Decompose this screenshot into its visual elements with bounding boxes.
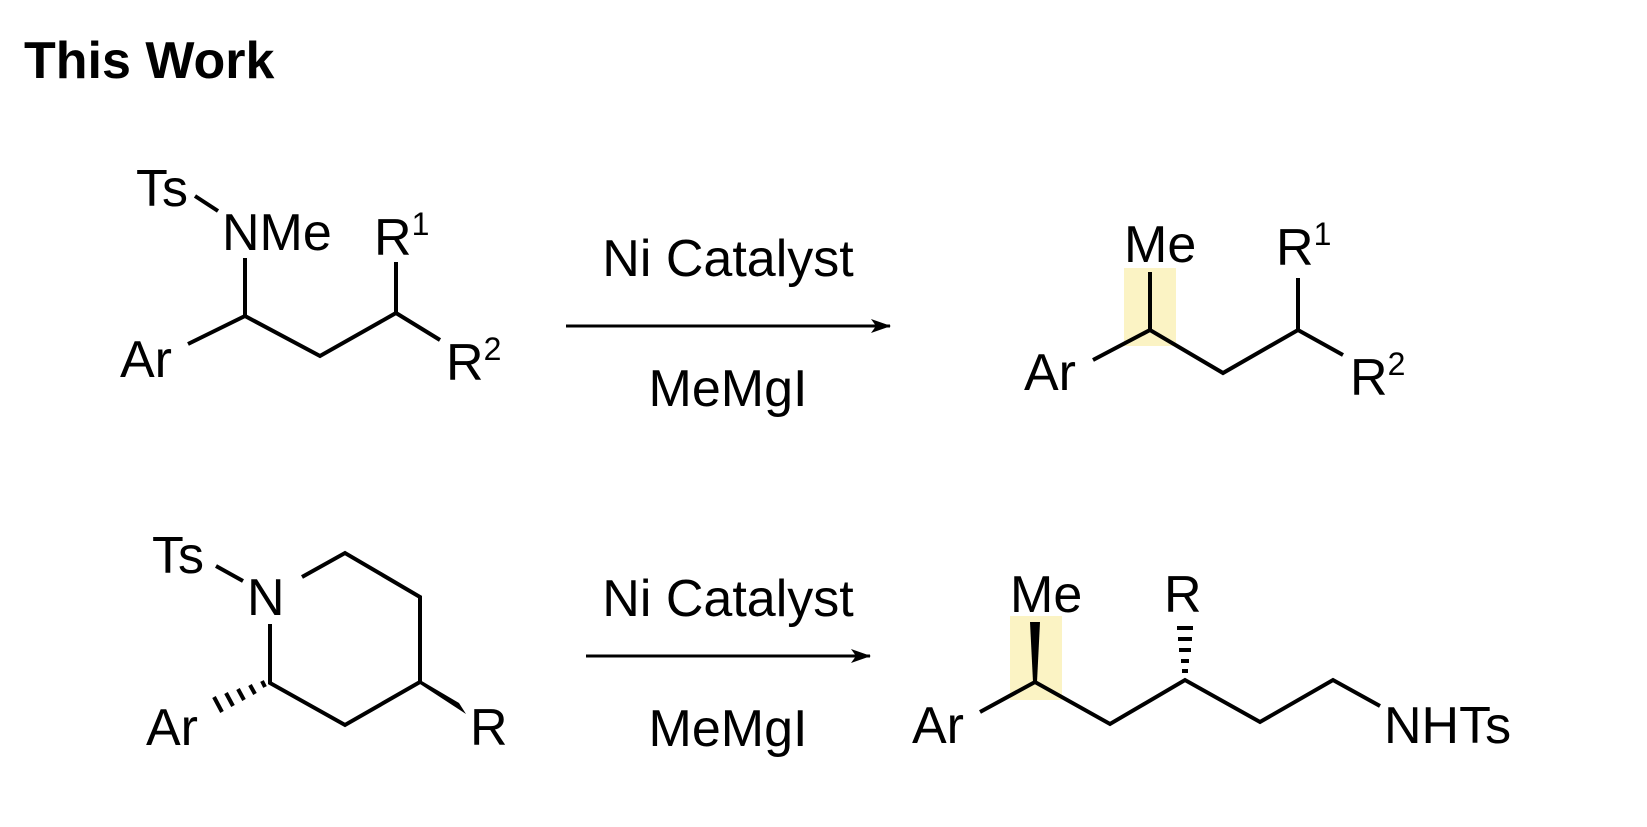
catalyst-label: Ni Catalyst (602, 570, 854, 628)
reaction-1-reactant: Ts NMe R1 Ar R2 (120, 160, 501, 392)
catalyst-label: Ni Catalyst (602, 230, 854, 288)
reagent-label: MeMgI (649, 360, 808, 418)
r-substituent-label: R (470, 699, 508, 757)
ring-nitrogen-label: N (247, 569, 285, 627)
ts-group-label: Ts (136, 160, 188, 218)
aryl-group-label: Ar (1024, 344, 1076, 402)
hashed-wedge-bond (212, 680, 267, 713)
reaction-2: Ts N Ar R Ni Catalyst MeMgI (146, 527, 1511, 758)
hashed-wedge-bond (1177, 626, 1193, 673)
reaction-2-product: Me R Ar NHTs (912, 566, 1511, 755)
aryl-group-label: Ar (146, 699, 198, 757)
reaction-1-product: Me R1 Ar R2 (1024, 216, 1405, 407)
reaction-2-arrow: Ni Catalyst MeMgI (586, 570, 871, 758)
reaction-1-arrow: Ni Catalyst MeMgI (566, 230, 891, 418)
carbon-chain-bond (1092, 327, 1344, 376)
bold-wedge-bond (420, 680, 466, 714)
methyl-group-label: Me (1124, 216, 1196, 274)
scheme-title: This Work (24, 32, 274, 90)
reaction-2-reactant: Ts N Ar R (146, 527, 508, 757)
reagent-label: MeMgI (649, 700, 808, 758)
nme-group-label: NMe (222, 204, 332, 262)
piperidine-ring-bonds (268, 550, 422, 728)
r-substituent-label: R (1164, 566, 1202, 624)
r2-substituent-label: R2 (1350, 346, 1405, 407)
ts-n-bond (215, 564, 244, 583)
nhts-group-label: NHTs (1384, 697, 1511, 755)
r1-substituent-label: R1 (374, 206, 429, 267)
methyl-group-label: Me (1010, 566, 1082, 624)
aryl-group-label: Ar (912, 697, 964, 755)
ts-group-label: Ts (152, 527, 204, 585)
carbon-chain-bond (187, 310, 442, 359)
r1-substituent-label: R1 (1276, 216, 1331, 277)
aryl-group-label: Ar (120, 331, 172, 389)
ts-n-bond (193, 194, 220, 213)
reaction-1: Ts NMe R1 Ar R2 Ni Catalyst MeMgI Me R1 … (120, 160, 1405, 418)
bold-wedge-bond (1030, 622, 1040, 682)
carbon-chain-bond (979, 677, 1381, 727)
r2-substituent-label: R2 (446, 331, 501, 392)
